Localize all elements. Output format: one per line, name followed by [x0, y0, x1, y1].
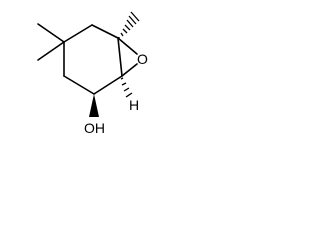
- gem-dimethyl-group: [37, 23, 65, 61]
- bond-c6-c1: [91, 24, 119, 39]
- bond-c4-c5: [93, 75, 123, 95]
- chemical-structure: O OH H: [37, 11, 148, 136]
- hashed-methyl-bond: [118, 11, 140, 39]
- wedge-bond-hydroxyl: [89, 94, 99, 117]
- hashed-hydrogen-bond: [120, 77, 133, 98]
- bond-c3-c4: [63, 75, 95, 95]
- bond-c5-c6: [117, 37, 123, 77]
- bond-methyl-b: [37, 41, 65, 61]
- epoxide-ring: [117, 37, 138, 77]
- bond-c1-c2: [63, 24, 93, 43]
- hydroxyl-label: OH: [84, 120, 105, 136]
- epoxide-oxygen-label: O: [137, 51, 148, 67]
- bond-c6-o: [117, 37, 138, 55]
- bond-c5-o: [121, 63, 138, 77]
- cyclohexane-ring: [63, 24, 123, 95]
- stereo-hydrogen-label: H: [129, 97, 139, 113]
- bond-methyl-a: [37, 23, 65, 43]
